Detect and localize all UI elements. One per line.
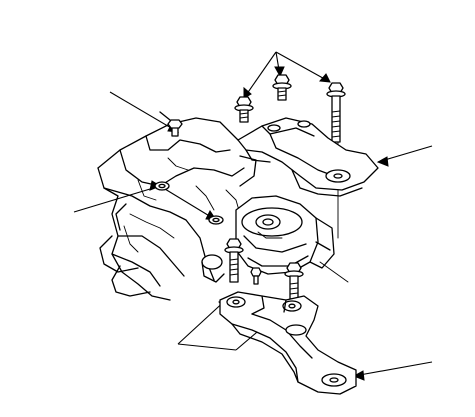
rubber-engine-mount — [235, 195, 335, 275]
leader-top-bolt-left — [243, 51, 277, 99]
top-bolts — [234, 74, 346, 143]
leader-top-bolt-right — [275, 51, 331, 83]
leader-center-stud — [159, 185, 217, 221]
bolt-icon — [224, 238, 244, 283]
lower-mount-bracket — [219, 291, 357, 395]
arrowhead-icon — [318, 73, 331, 83]
leader-lower-join — [177, 343, 237, 351]
transmission-case — [97, 111, 257, 301]
arrowhead-icon — [274, 66, 285, 78]
leader-upper-left — [109, 91, 179, 133]
leader-lower-bracket — [353, 361, 433, 377]
upper-mount-bracket — [237, 117, 379, 197]
bolt-icon — [272, 74, 292, 101]
arrowhead-icon — [243, 86, 252, 99]
bolt-icon — [234, 96, 254, 123]
bolt-icon — [326, 82, 346, 143]
arrowhead-icon — [352, 370, 365, 381]
arrowhead-icon — [376, 156, 389, 167]
nut-icon — [250, 267, 262, 285]
